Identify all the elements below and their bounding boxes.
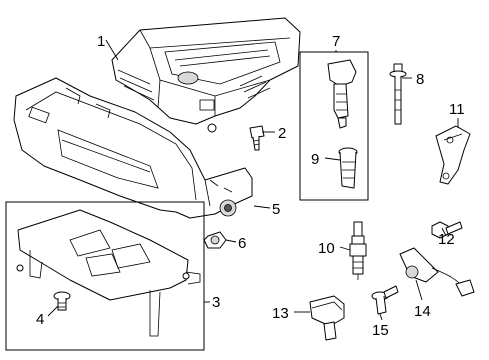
callout-15: 15: [372, 322, 389, 339]
coil-boot: [338, 147, 358, 189]
bolt-15: [371, 285, 399, 315]
lower-bracket: [16, 209, 201, 337]
callout-5: 5: [272, 201, 280, 218]
callout-6: 6: [238, 235, 246, 252]
callout-3: 3: [212, 294, 220, 311]
leader-lines: [47, 39, 459, 321]
bolt-2: [249, 125, 265, 151]
control-module: [111, 17, 301, 133]
spark-plug: [349, 221, 367, 280]
nut-6: [203, 231, 227, 249]
callout-2: 2: [278, 125, 286, 142]
callout-7: 7: [332, 33, 340, 50]
stud-8: [389, 63, 407, 125]
callout-13: 13: [272, 305, 289, 322]
fastener-4: [53, 291, 71, 311]
insulator-13: [309, 295, 345, 341]
callout-8: 8: [416, 71, 424, 88]
bolt-12: [431, 221, 463, 239]
housing-bracket: [13, 77, 253, 219]
box-3: [5, 201, 205, 351]
callout-1: 1: [97, 33, 105, 50]
callout-10: 10: [318, 240, 335, 257]
callout-9: 9: [311, 151, 319, 168]
ignition-coil: [327, 59, 357, 129]
bracket-11: [435, 125, 471, 185]
box-7: [299, 51, 369, 201]
callout-14: 14: [414, 303, 431, 320]
sensor-14: [399, 247, 475, 297]
callout-12: 12: [438, 231, 455, 248]
callout-11: 11: [449, 101, 465, 118]
callout-4: 4: [36, 311, 44, 328]
